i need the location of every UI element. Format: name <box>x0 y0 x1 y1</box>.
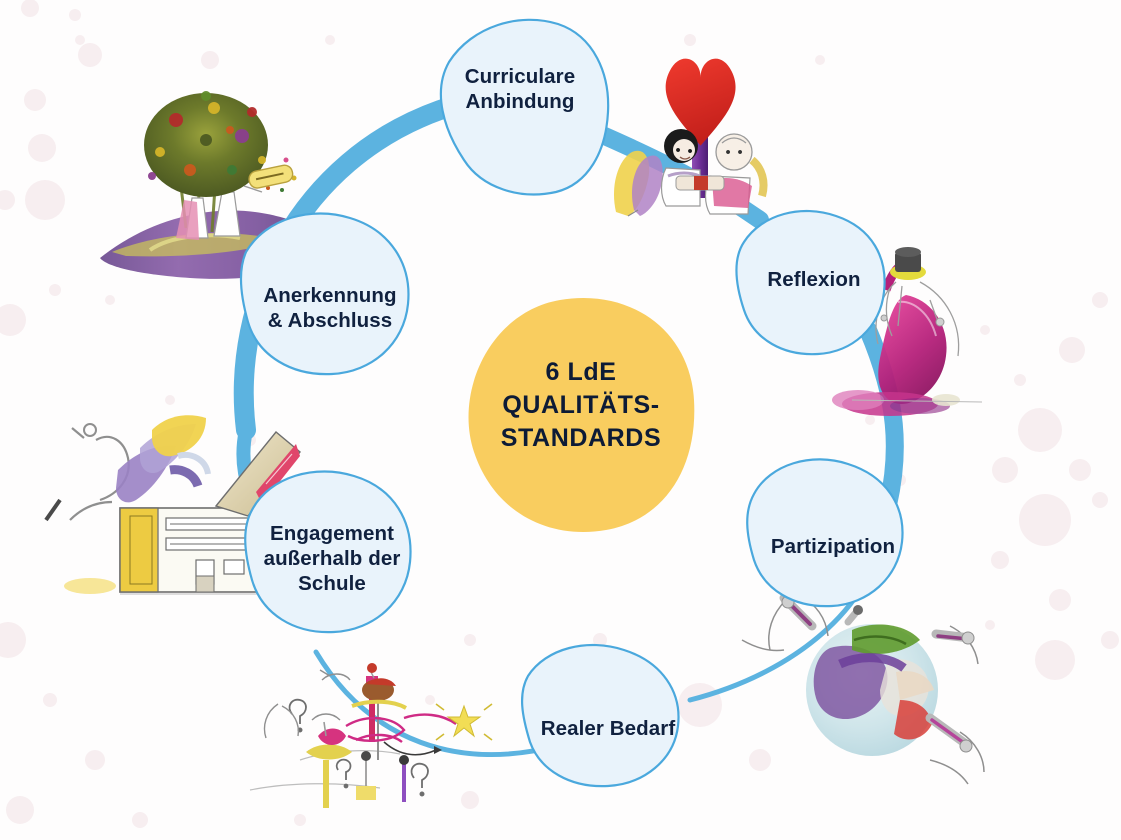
bubble-partizipation <box>746 458 904 608</box>
bubble-realer-bedarf <box>520 643 680 788</box>
center-blob <box>468 297 695 532</box>
bubble-curriculare-anbindung <box>439 18 610 196</box>
node-label-anerkennung-abschluss: Anerkennung & Abschluss <box>263 284 397 332</box>
heart-icon <box>665 58 736 146</box>
node-label-realer-bedarf: Realer Bedarf <box>540 717 676 740</box>
node-bubbles <box>239 18 904 788</box>
globe-figures-illustration <box>741 593 985 785</box>
hat-figure-illustration <box>832 247 983 416</box>
node-label-partizipation: Partizipation <box>770 535 896 558</box>
node-label-reflexion: Reflexion <box>767 268 861 291</box>
bubble-anerkennung-abschluss <box>239 212 410 376</box>
bubble-engagement-ausserhalb-der-schule <box>244 470 412 634</box>
arc-realerbedarf-to-engagement <box>313 649 563 758</box>
node-label-engagement-ausserhalb-der-schule: Engagement außerhalb der Schule <box>263 522 401 595</box>
question-marks-illustration <box>249 663 493 808</box>
heart-couple-illustration <box>613 58 768 217</box>
center-label: 6 LdE QUALITÄTS- STANDARDS <box>500 358 662 452</box>
arc-reflexion-to-partizipation <box>859 321 904 514</box>
bubble-reflexion <box>735 209 886 356</box>
node-label-curriculare-anbindung: Curriculare Anbindung <box>464 65 576 113</box>
